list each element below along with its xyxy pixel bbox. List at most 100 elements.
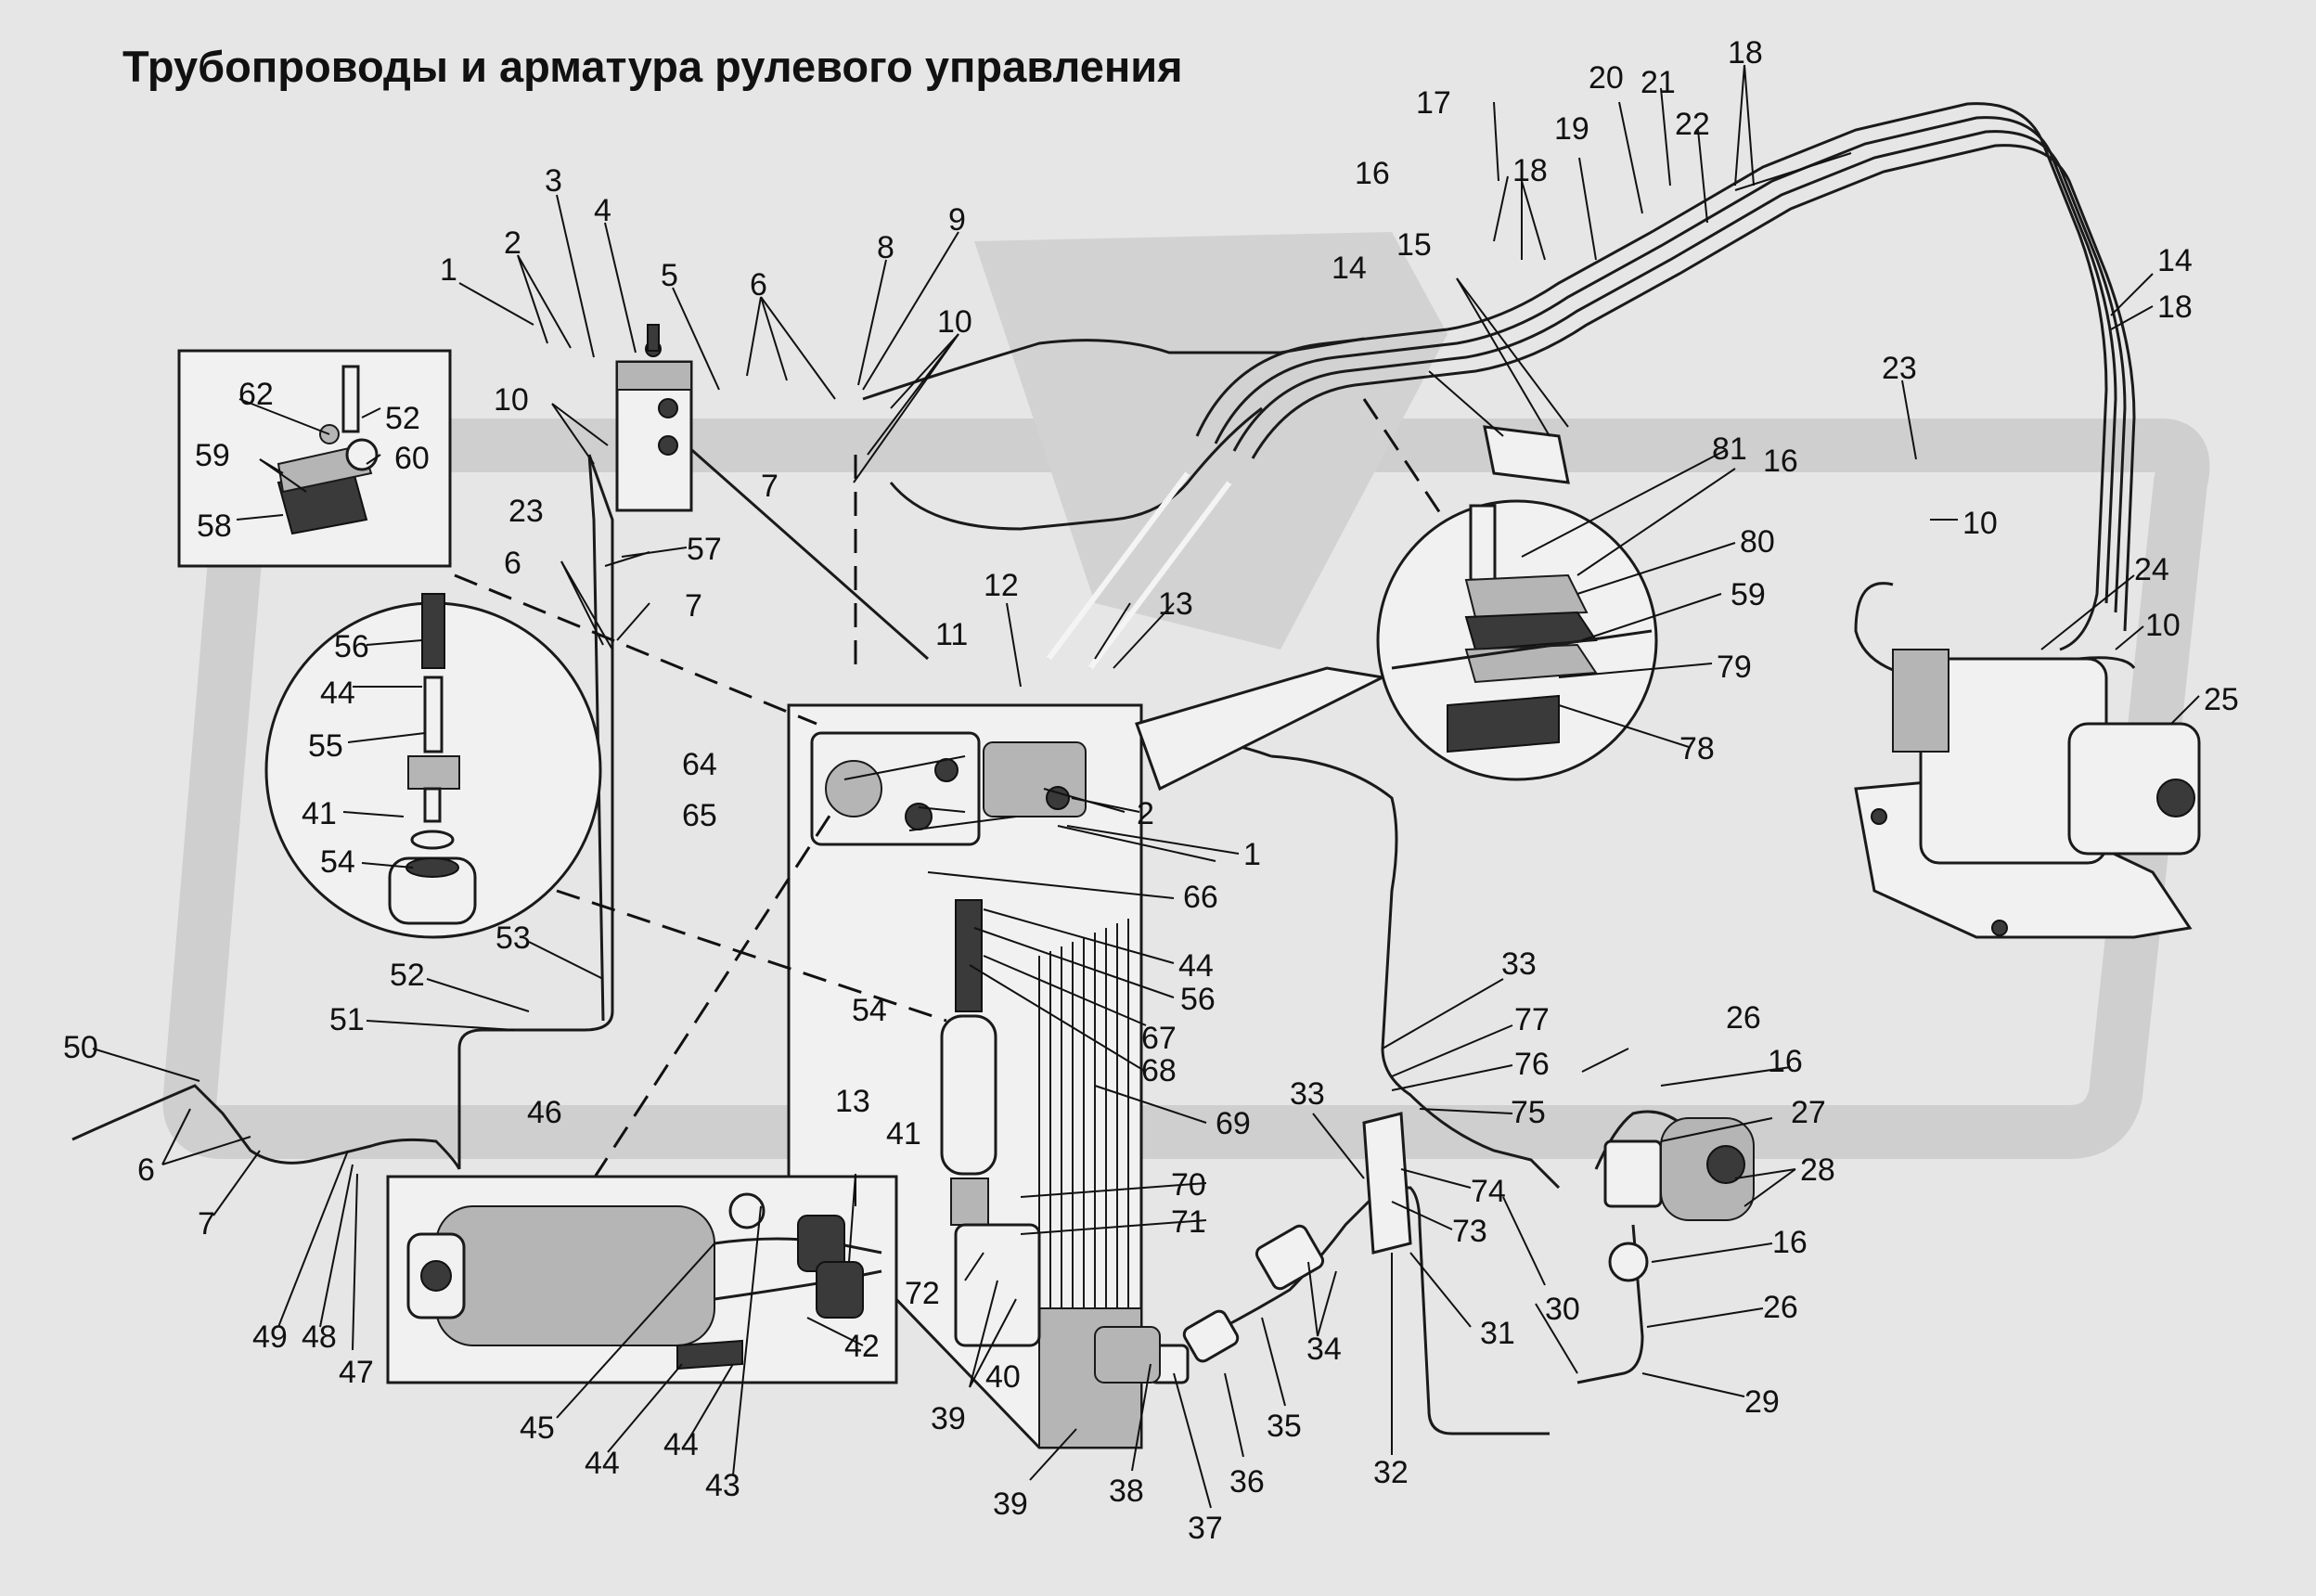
callout-10: 10 bbox=[494, 382, 529, 418]
callout-25: 25 bbox=[2204, 682, 2239, 717]
callout-73: 73 bbox=[1452, 1214, 1487, 1249]
callout-42: 42 bbox=[844, 1329, 880, 1364]
callout-21: 21 bbox=[1640, 65, 1676, 100]
callout-54: 53 bbox=[495, 920, 531, 956]
callout-30: 30 bbox=[1545, 1292, 1580, 1327]
callout-23: 23 bbox=[508, 494, 544, 529]
callout-28: 28 bbox=[1800, 1152, 1835, 1188]
callout-31: 31 bbox=[1480, 1316, 1515, 1351]
callout-57: 56 bbox=[1180, 982, 1216, 1017]
inset-clamp-assembly bbox=[1376, 499, 1658, 781]
callout-27: 27 bbox=[1791, 1095, 1826, 1130]
callout-79: 79 bbox=[1717, 650, 1752, 685]
callout-58: 57 bbox=[687, 532, 722, 567]
callout-2: 2 bbox=[504, 225, 521, 261]
callout-40: 40 bbox=[985, 1359, 1021, 1395]
callout-20: 20 bbox=[1589, 60, 1624, 96]
callout-53: 52 bbox=[385, 401, 420, 436]
callout-17: 17 bbox=[1416, 85, 1451, 121]
callout-55: 54 bbox=[852, 993, 887, 1028]
callout-22: 22 bbox=[1675, 107, 1710, 142]
distributor-block bbox=[615, 324, 693, 512]
callout-24: 24 bbox=[2134, 552, 2169, 587]
callout-41: 41 bbox=[886, 1116, 921, 1152]
callout-7: 7 bbox=[761, 469, 778, 504]
callout-41: 41 bbox=[302, 796, 337, 831]
inset-filter-housing bbox=[386, 1175, 898, 1384]
callout-71: 71 bbox=[1171, 1204, 1206, 1240]
callout-16: 16 bbox=[1763, 444, 1798, 479]
callout-80: 80 bbox=[1740, 524, 1775, 560]
callout-74: 74 bbox=[1471, 1174, 1506, 1209]
callout-18: 18 bbox=[1512, 153, 1548, 188]
callout-19: 19 bbox=[1554, 111, 1589, 147]
callout-6: 6 bbox=[504, 546, 521, 581]
pressure-filter bbox=[940, 899, 1041, 1347]
callout-75: 75 bbox=[1511, 1095, 1546, 1130]
callout-50: 49 bbox=[252, 1319, 288, 1355]
callout-13: 13 bbox=[1158, 586, 1193, 622]
inset-filter-fitting bbox=[264, 593, 602, 939]
callout-26: 26 bbox=[1763, 1290, 1798, 1325]
callout-60: 59 bbox=[195, 438, 230, 473]
callout-35: 35 bbox=[1267, 1409, 1302, 1444]
callout-33: 33 bbox=[1290, 1076, 1325, 1112]
callout-5: 5 bbox=[661, 258, 678, 293]
callout-4: 4 bbox=[594, 193, 611, 228]
callout-1: 1 bbox=[1243, 837, 1261, 872]
callout-10: 10 bbox=[937, 304, 972, 340]
callout-43: 43 bbox=[705, 1468, 740, 1503]
callout-52: 51 bbox=[329, 1002, 365, 1037]
callout-18: 18 bbox=[1728, 35, 1763, 71]
callout-33: 33 bbox=[1501, 946, 1537, 982]
callout-10: 10 bbox=[2145, 608, 2181, 643]
callout-34: 34 bbox=[1306, 1332, 1342, 1367]
callout-32: 32 bbox=[1373, 1455, 1409, 1490]
callout-39: 39 bbox=[931, 1401, 966, 1436]
valve-unit bbox=[1603, 1117, 1755, 1282]
callout-16: 16 bbox=[1772, 1225, 1808, 1260]
callout-59: 58 bbox=[197, 508, 232, 544]
callout-60: 59 bbox=[1731, 577, 1766, 612]
callout-11: 11 bbox=[935, 617, 968, 652]
callout-26: 26 bbox=[1726, 1000, 1761, 1036]
fittings-chain bbox=[1094, 1112, 1412, 1384]
inset-bracket-clamp bbox=[177, 349, 452, 568]
callout-49: 48 bbox=[302, 1319, 337, 1355]
callout-8: 8 bbox=[877, 230, 894, 265]
callout-6: 6 bbox=[750, 267, 767, 302]
callout-56: 55 bbox=[308, 728, 343, 764]
callout-6: 6 bbox=[137, 1152, 155, 1188]
callout-67: 67 bbox=[1141, 1021, 1177, 1056]
callout-48: 47 bbox=[339, 1355, 374, 1390]
steering-unit bbox=[1854, 649, 2201, 939]
callout-44: 44 bbox=[663, 1427, 699, 1462]
callout-72: 72 bbox=[905, 1276, 940, 1311]
callout-51: 50 bbox=[63, 1030, 98, 1065]
callout-45: 44 bbox=[585, 1446, 620, 1481]
callout-76: 76 bbox=[1514, 1047, 1550, 1082]
callout-47: 46 bbox=[527, 1095, 562, 1130]
callout-15: 15 bbox=[1396, 227, 1432, 263]
callout-16: 16 bbox=[1355, 156, 1390, 191]
callout-18: 18 bbox=[2157, 290, 2193, 325]
callout-1: 1 bbox=[440, 252, 457, 288]
callout-55: 54 bbox=[320, 844, 355, 880]
callout-7: 7 bbox=[198, 1206, 215, 1242]
callout-46: 45 bbox=[520, 1410, 555, 1446]
callout-7: 7 bbox=[685, 588, 702, 624]
callout-61: 60 bbox=[394, 441, 430, 476]
callout-53: 52 bbox=[390, 958, 425, 993]
callout-57: 56 bbox=[334, 629, 369, 664]
callout-12: 12 bbox=[984, 568, 1019, 603]
projection-lines bbox=[454, 398, 1459, 1179]
callout-78: 78 bbox=[1679, 731, 1715, 766]
callout-64: 64 bbox=[682, 747, 717, 782]
callout-14: 14 bbox=[1332, 251, 1367, 286]
callout-2: 2 bbox=[1137, 796, 1154, 831]
callout-44: 44 bbox=[1178, 948, 1214, 984]
callout-14: 14 bbox=[2157, 243, 2193, 278]
callout-3: 3 bbox=[545, 163, 562, 199]
